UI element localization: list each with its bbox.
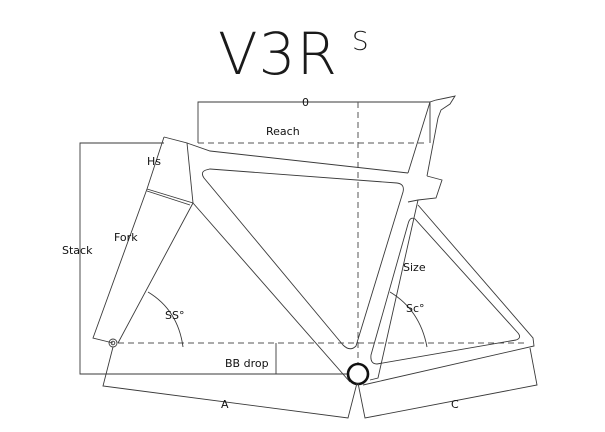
chainstay-label: C — [451, 398, 459, 411]
bb-drop-label: BB drop — [225, 357, 269, 370]
headtube-label: Hs — [147, 155, 161, 168]
seat-cluster — [407, 175, 443, 203]
seat-stay-chainstay — [362, 204, 535, 386]
seat-post — [407, 95, 456, 177]
stack-box — [79, 142, 352, 375]
top-tube — [186, 142, 409, 174]
seat-angle-label: Sc° — [406, 302, 425, 315]
head-angle-arc — [147, 291, 184, 348]
seat-tube-outer — [369, 199, 419, 381]
stack-label: Stack — [62, 244, 93, 257]
bottom-bracket — [346, 362, 370, 386]
down-tube — [192, 202, 351, 383]
size-label: Size — [403, 261, 426, 274]
front-center-label: A — [221, 398, 229, 411]
crown-line — [146, 190, 191, 206]
seat-angle-arc — [389, 291, 428, 348]
fork-label: Fork — [114, 231, 138, 244]
front-axle-inner — [110, 340, 116, 346]
front-center-box — [102, 346, 358, 419]
main-triangle-inner — [201, 168, 404, 350]
logo-superscript: S — [352, 27, 369, 57]
chainstay-box — [357, 347, 538, 419]
reach-label: Reach — [266, 125, 300, 138]
logo-text: V3R — [218, 20, 338, 88]
top-dim-label: 0 — [302, 96, 309, 109]
logo: V3R S — [218, 20, 369, 88]
head-angle-label: SS° — [165, 309, 184, 322]
reach-box — [197, 101, 430, 143]
rear-triangle-inner — [370, 217, 521, 365]
